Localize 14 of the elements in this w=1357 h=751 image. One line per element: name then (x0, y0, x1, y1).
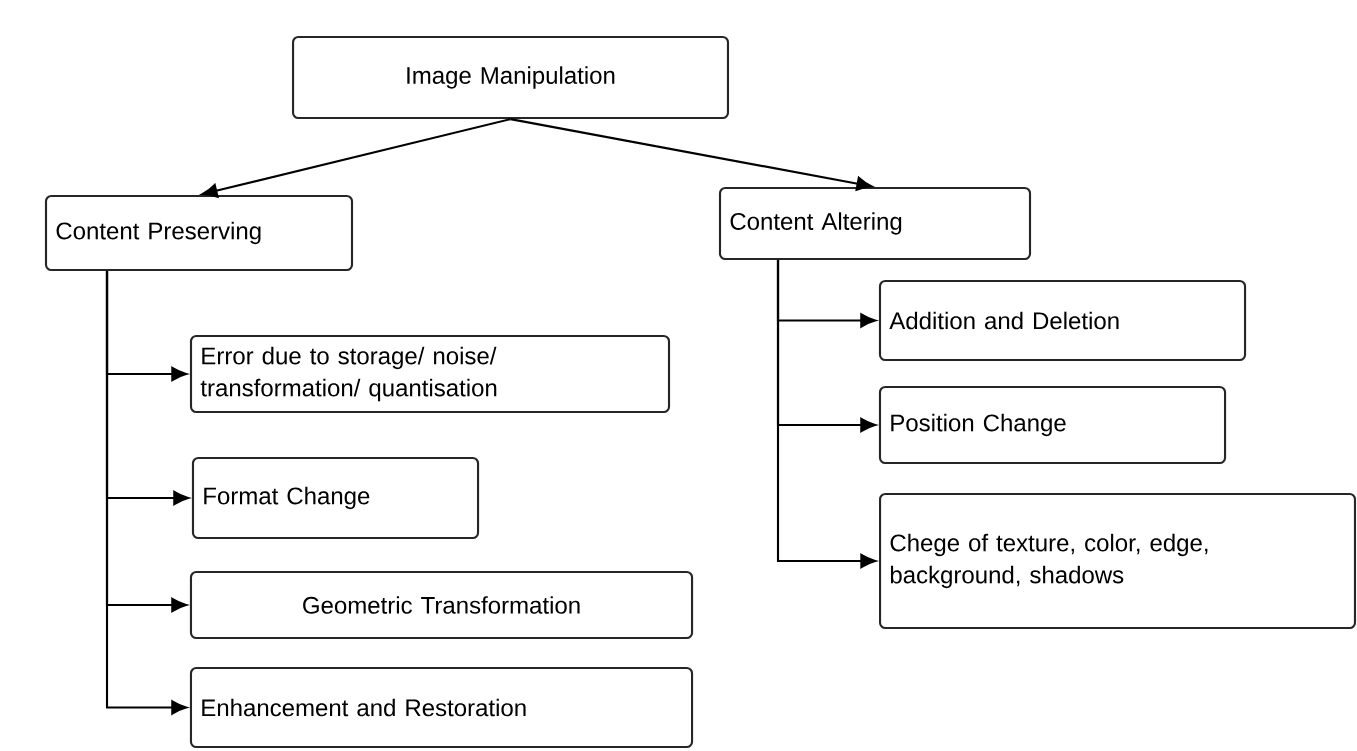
category-box: Content Preserving (44, 194, 354, 272)
item-box: Error due to storage/ noise/ transformation/ quantisation (189, 334, 671, 414)
item-box: Chege of texture, color, edge, background, shadows (878, 492, 1357, 630)
title-box: Image Manipulation (291, 35, 730, 120)
arrow (776, 260, 877, 569)
arrow (105, 271, 188, 715)
item-box: Format Change (191, 456, 480, 540)
arrow (201, 118, 511, 198)
item-box: Geometric Transformation (189, 570, 694, 640)
arrow (510, 118, 873, 191)
item-box: Position Change (878, 385, 1227, 465)
category-box: Content Altering (718, 186, 1032, 261)
item-box: Enhancement and Restoration (189, 666, 694, 749)
item-box: Addition and Deletion (878, 279, 1247, 362)
